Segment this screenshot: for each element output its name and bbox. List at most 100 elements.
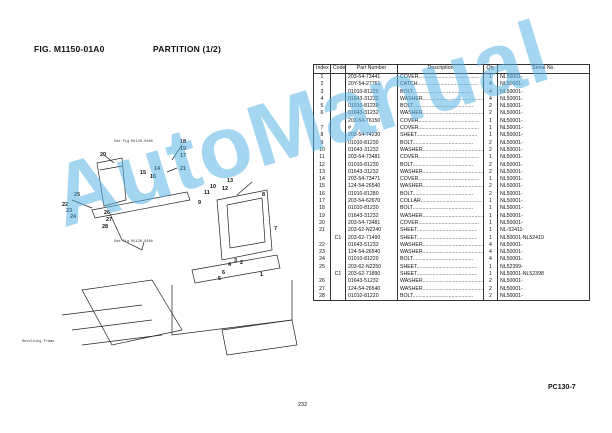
cell-index: 18 xyxy=(313,205,331,213)
figure-number: FIG. M1150-01A0 xyxy=(34,44,105,54)
cell-code xyxy=(330,292,346,302)
cell-part-number: 203-54-74230 xyxy=(345,132,398,140)
cell-index: 26 xyxy=(313,278,331,286)
cell-index xyxy=(313,234,331,242)
parts-table: Index Code Part Number Description Qty S… xyxy=(313,64,590,302)
cell-qty: 2 xyxy=(483,139,498,147)
cell-index: 16 xyxy=(313,190,331,199)
cell-code: C1 xyxy=(330,271,346,279)
cell-index: 10 xyxy=(313,146,331,155)
cell-part-number: 01643-31232 xyxy=(345,110,398,118)
callout: 4 xyxy=(228,262,232,268)
callout: 21 xyxy=(180,166,186,172)
cell-part-number: 01010-81220 xyxy=(345,256,398,264)
cell-code xyxy=(330,278,346,286)
cell-serial: NL50001- xyxy=(497,103,590,111)
cell-index: 12 xyxy=(313,161,331,169)
cell-description: SHEET...................................… xyxy=(397,234,484,242)
cell-part-number: 203-62-71490 xyxy=(345,234,398,242)
cell-part-number: 01010-81280 xyxy=(345,190,398,199)
cell-code xyxy=(330,176,346,184)
cell-description: BOLT....................................… xyxy=(397,256,484,264)
callout: 23 xyxy=(66,208,72,214)
cell-index: 1 xyxy=(313,73,331,82)
cell-code xyxy=(330,249,346,257)
cell-qty: 1 xyxy=(483,263,498,272)
cell-serial: NL52399- xyxy=(497,263,590,272)
column-header-part-number: Part Number xyxy=(345,64,398,74)
cell-description: WASHER..................................… xyxy=(397,212,484,220)
cell-index: 7 xyxy=(313,125,331,133)
table-header-row: Index Code Part Number Description Qty S… xyxy=(313,64,590,74)
cell-description: BOLT....................................… xyxy=(397,103,484,111)
cell-qty: 4 xyxy=(483,249,498,257)
cell-code xyxy=(330,146,346,155)
cell-index: 15 xyxy=(313,183,331,191)
cell-serial: NL50001- xyxy=(497,292,590,302)
cell-description: WASHER..................................… xyxy=(397,110,484,118)
cell-part-number: 203-54-73441 xyxy=(345,73,398,82)
cell-serial: NL50001- xyxy=(497,146,590,155)
cell-qty: 2 xyxy=(483,292,498,302)
callout: 14 xyxy=(154,166,161,172)
cell-qty: 1 xyxy=(483,125,498,133)
cell-description: SHEET...................................… xyxy=(397,263,484,272)
cell-qty: 2 xyxy=(483,190,498,199)
cell-qty: 4 xyxy=(483,81,498,89)
cell-index: 19 xyxy=(313,212,331,220)
cell-qty: 4 xyxy=(483,241,498,250)
callout: 13 xyxy=(227,178,233,184)
cell-serial: NL50001- xyxy=(497,190,590,199)
cell-description: WASHER..................................… xyxy=(397,249,484,257)
callout: 6 xyxy=(222,270,225,276)
callout: 19 xyxy=(180,146,186,152)
cross-reference-note: See Fig.M1120-0180 xyxy=(114,239,153,244)
cell-description: BOLT....................................… xyxy=(397,139,484,147)
cell-index xyxy=(313,271,331,279)
column-header-serial: Serial No. xyxy=(497,64,590,74)
callout: 26 xyxy=(104,210,110,216)
cell-serial: NL50001- xyxy=(497,154,590,162)
cell-description: WASHER..................................… xyxy=(397,168,484,177)
cell-code xyxy=(330,183,346,191)
cell-part-number: 01010-81230 xyxy=(345,103,398,111)
cell-serial: NL50001- xyxy=(497,285,590,293)
cell-code xyxy=(330,219,346,228)
model-label: PC130-7 xyxy=(548,384,576,391)
cell-serial: NL50001-NL52398 xyxy=(497,271,590,279)
cell-serial: NL50001- xyxy=(497,161,590,169)
exploded-parts-diagram: 20 18 19 17 14 16 15 21 26 27 28 25 22 2… xyxy=(22,139,298,356)
cell-part-number: 203-62-71890 xyxy=(345,271,398,279)
callout: 5 xyxy=(218,276,221,282)
callout: 9 xyxy=(198,200,201,206)
cell-qty: 2 xyxy=(483,103,498,111)
cell-serial: NL50001- xyxy=(497,256,590,264)
cell-qty: 1 xyxy=(483,154,498,162)
cell-index: 20 xyxy=(313,219,331,228)
cell-description: BOLT....................................… xyxy=(397,88,484,96)
column-header-index: Index xyxy=(313,64,331,74)
cell-code xyxy=(330,285,346,293)
cell-qty: 4 xyxy=(483,95,498,104)
callout: 20 xyxy=(100,152,106,158)
cell-qty: 1 xyxy=(483,176,498,184)
cell-serial: NL50001- xyxy=(497,212,590,220)
callout: 15 xyxy=(140,170,146,176)
cell-index: 4 xyxy=(313,95,331,104)
cell-index: 5 xyxy=(313,103,331,111)
callout: 12 xyxy=(222,186,228,192)
cell-part-number: 203-54-73481 xyxy=(345,219,398,228)
cell-serial: NL50001- xyxy=(497,219,590,228)
cell-description: BOLT....................................… xyxy=(397,161,484,169)
cross-reference-note: See Fig.M1120-0180 xyxy=(114,139,153,144)
